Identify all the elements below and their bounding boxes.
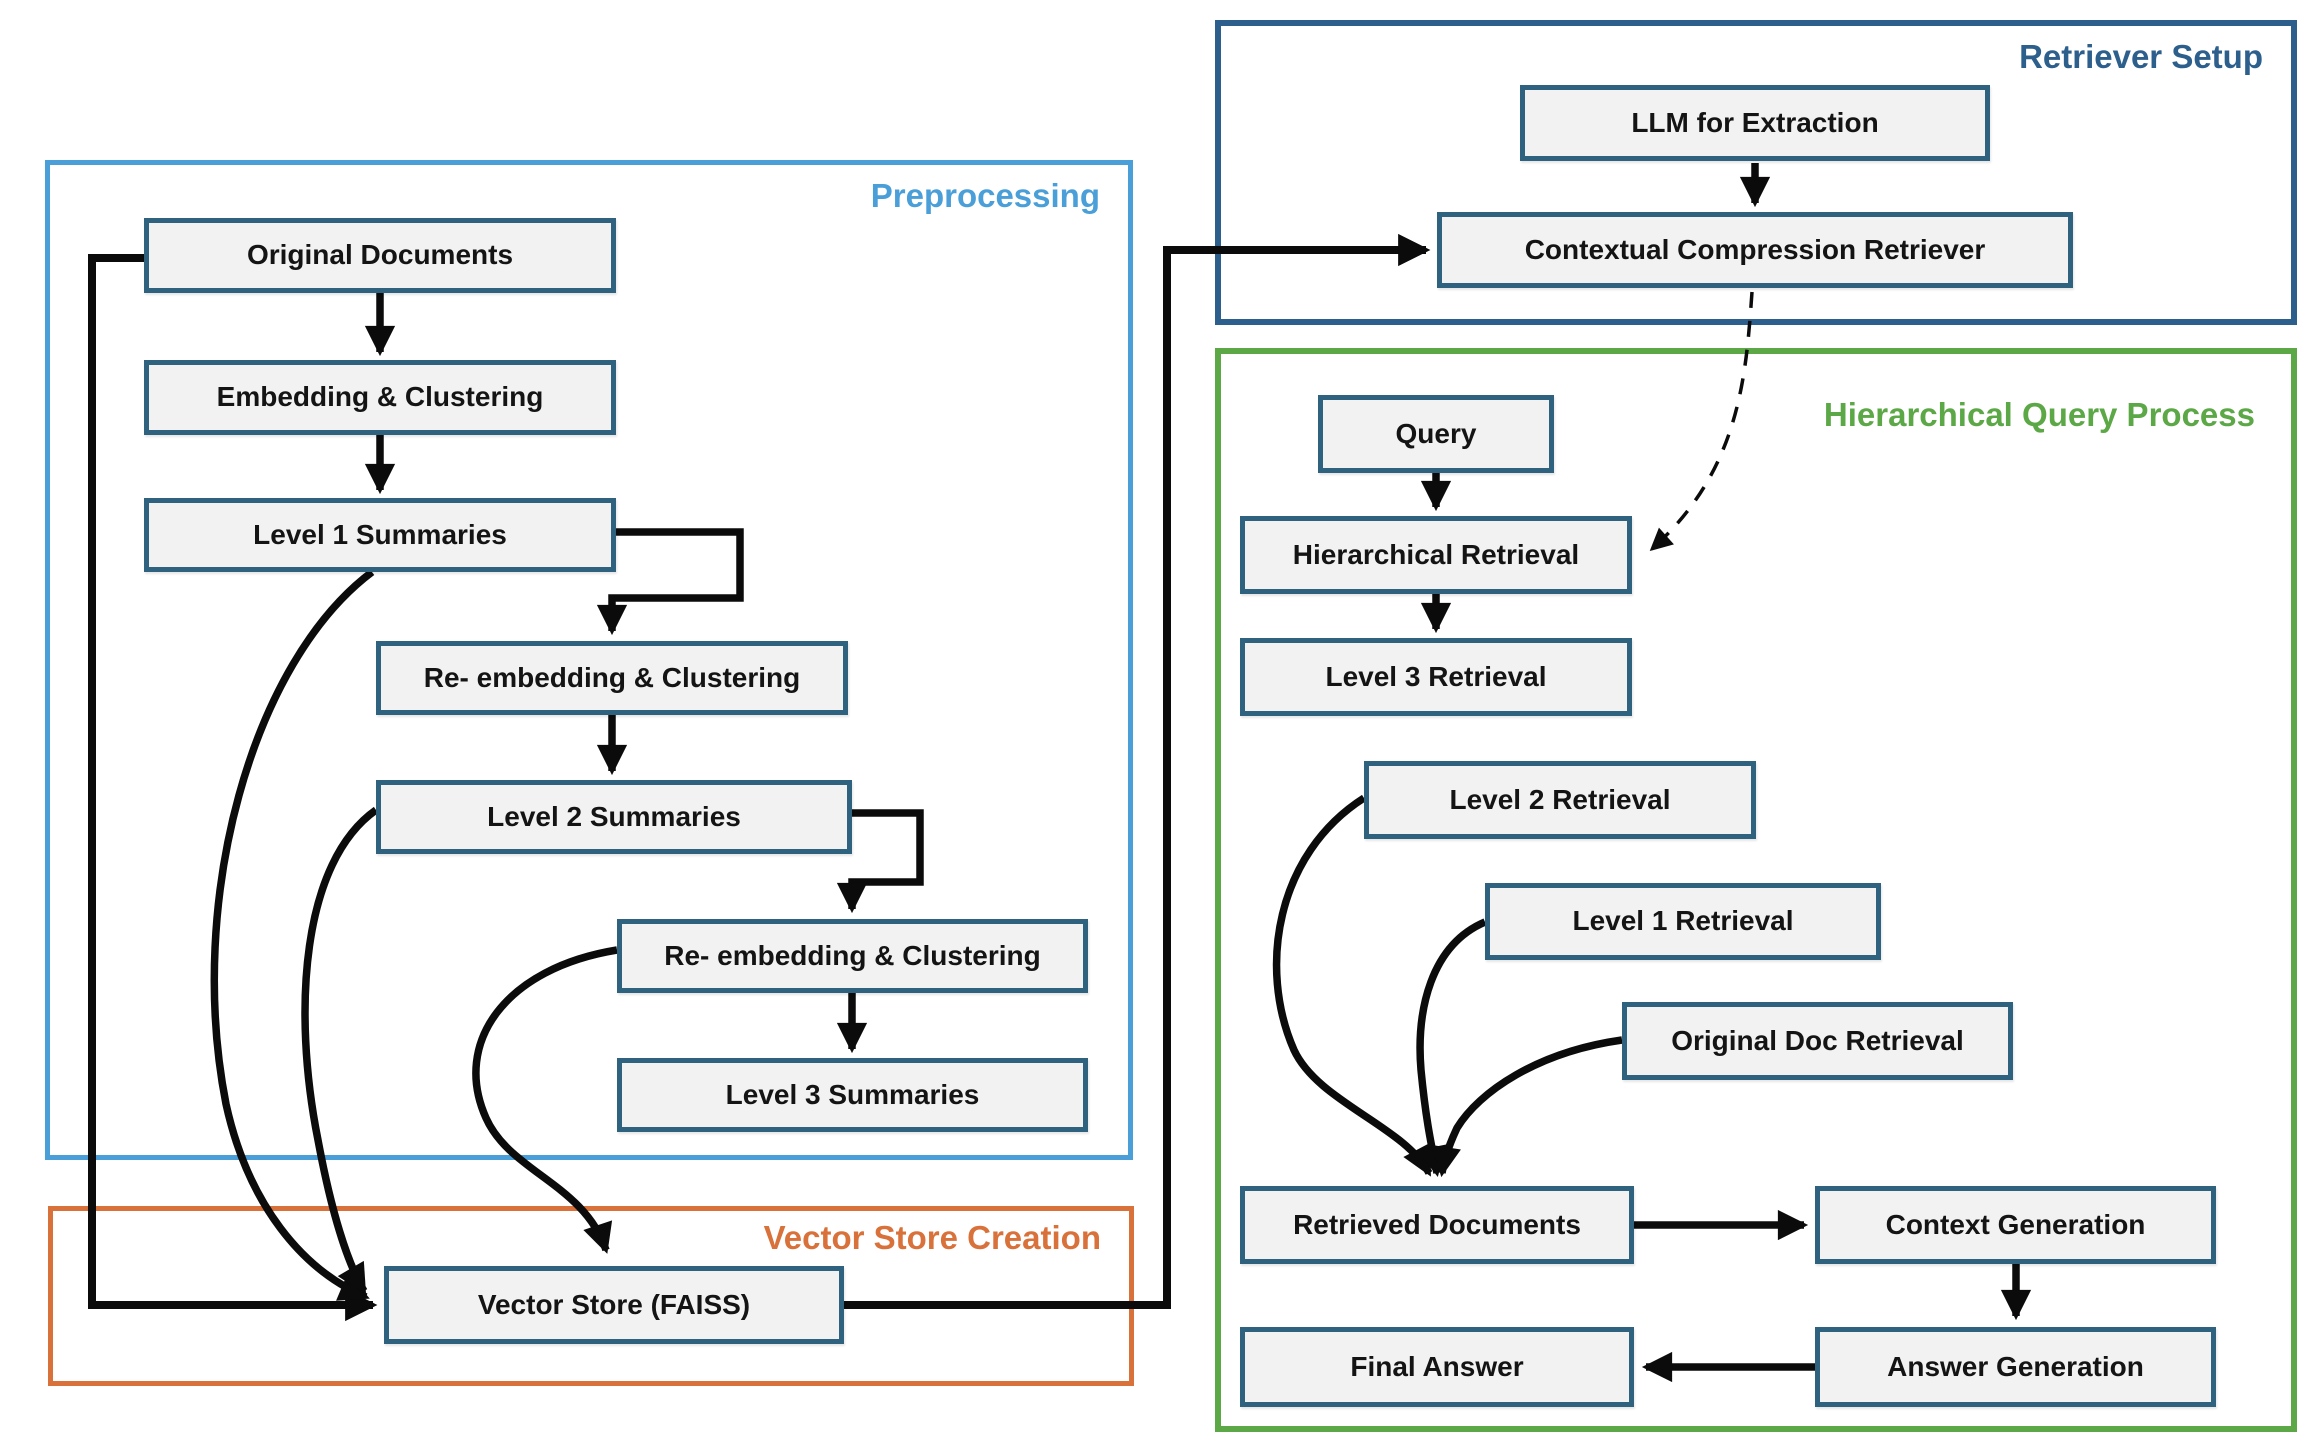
panel-hierarchical-query-process: Hierarchical Query Process [1215,348,2297,1432]
panel-vector-store-creation-label: Vector Store Creation [763,1219,1101,1256]
node-original-doc-retrieval-label: Original Doc Retrieval [1671,1024,1964,1056]
curve-level2-summaries-to-vector-store [301,806,379,1295]
node-level1-summaries-label: Level 1 Summaries [253,518,507,550]
node-original-documents: Original Documents [144,218,616,293]
node-context-generation-label: Context Generation [1885,1208,2146,1240]
node-re-embedding-clustering-1-label: Re- embedding & Clustering [423,661,801,693]
node-embedding-clustering: Embedding & Clustering [144,360,616,435]
node-level3-summaries: Level 3 Summaries [617,1058,1088,1132]
node-level2-summaries-label: Level 2 Summaries [487,800,741,832]
panel-preprocessing: Preprocessing [45,160,1133,1160]
node-final-answer-label: Final Answer [1350,1350,1524,1382]
node-level3-retrieval-label: Level 3 Retrieval [1325,660,1547,692]
node-original-documents-label: Original Documents [246,239,514,271]
curve-original-doc-retrieval-to-retrieved-documents [1431,1036,1623,1178]
node-level2-summaries: Level 2 Summaries [376,780,852,854]
node-query: Query [1318,395,1554,473]
curve-re-embedding-2-to-vector-store [472,946,618,1254]
node-llm-for-extraction-label: LLM for Extraction [1631,106,1879,138]
dashed-arrow-ccr-to-hierarchical-retrieval [1649,291,1754,552]
node-answer-generation-label: Answer Generation [1887,1350,2144,1382]
panel-hierarchical-query-process-label: Hierarchical Query Process [1823,396,2255,433]
node-level1-retrieval: Level 1 Retrieval [1485,883,1881,960]
panel-vector-store-creation: Vector Store Creation [48,1206,1134,1386]
arrow-level2-summaries-to-re-embedding-2 [836,809,924,914]
node-level1-retrieval-label: Level 1 Retrieval [1572,905,1794,937]
node-re-embedding-clustering-2: Re- embedding & Clustering [617,919,1088,993]
panel-retriever-setup-label: Retriever Setup [2019,38,2263,75]
node-final-answer: Final Answer [1240,1327,1634,1407]
node-level2-retrieval: Level 2 Retrieval [1364,761,1756,839]
curve-level1-summaries-to-vector-store [210,569,375,1301]
node-level3-summaries-label: Level 3 Summaries [725,1078,980,1110]
node-contextual-compression-retriever: Contextual Compression Retriever [1437,212,2073,288]
node-level3-retrieval: Level 3 Retrieval [1240,638,1632,716]
node-original-doc-retrieval: Original Doc Retrieval [1622,1002,2013,1080]
node-re-embedding-clustering-1: Re- embedding & Clustering [376,641,848,715]
node-query-label: Query [1395,417,1477,449]
node-vector-store-label: Vector Store (FAISS) [477,1288,751,1320]
node-retrieved-documents: Retrieved Documents [1240,1186,1634,1264]
node-answer-generation: Answer Generation [1815,1327,2216,1407]
node-vector-store: Vector Store (FAISS) [384,1266,844,1344]
arrow-original-documents-to-vector-store [88,254,378,1322]
node-level2-retrieval-label: Level 2 Retrieval [1449,783,1671,815]
node-llm-for-extraction: LLM for Extraction [1520,85,1990,161]
node-retrieved-documents-label: Retrieved Documents [1293,1208,1581,1240]
node-level1-summaries: Level 1 Summaries [144,498,616,572]
arrow-level1-summaries-to-re-embedding-1 [596,528,744,636]
node-context-generation: Context Generation [1815,1186,2216,1264]
curve-level2-retrieval-to-retrieved-documents [1272,794,1433,1177]
node-hierarchical-retrieval-label: Hierarchical Retrieval [1292,538,1580,570]
node-contextual-compression-retriever-label: Contextual Compression Retriever [1524,233,1986,265]
panel-preprocessing-label: Preprocessing [870,177,1100,214]
panel-retriever-setup: Retriever Setup [1215,20,2297,325]
node-re-embedding-clustering-2-label: Re- embedding & Clustering [664,939,1041,971]
node-embedding-clustering-label: Embedding & Clustering [216,381,544,413]
arrow-vector-store-to-contextual-compression-retriever [844,233,1431,1309]
node-hierarchical-retrieval: Hierarchical Retrieval [1240,516,1632,594]
